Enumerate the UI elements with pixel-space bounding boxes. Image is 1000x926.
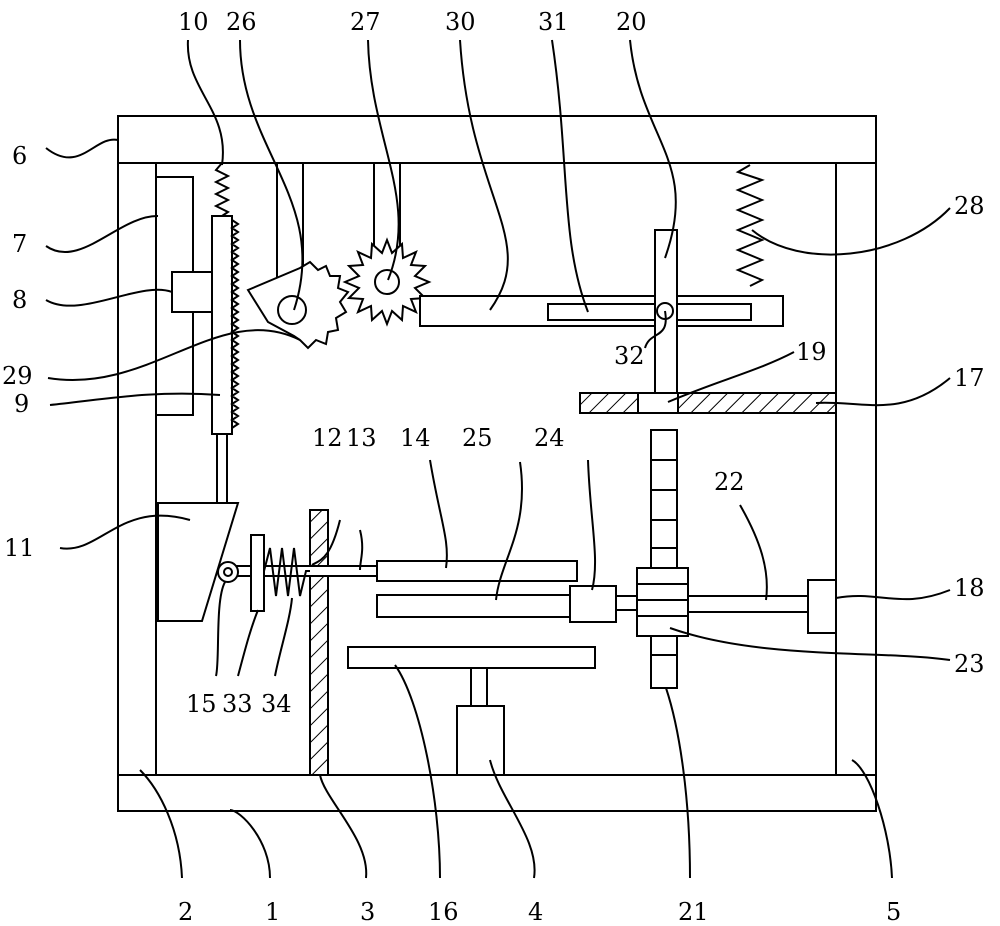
label-2: 2 [178,898,193,926]
label-24: 24 [534,424,565,452]
rack-bar [211,215,233,435]
rack-teeth [230,219,240,429]
label-33: 33 [222,690,253,718]
wedge-block [157,502,240,622]
label-30: 30 [445,8,476,36]
label-31: 31 [538,8,569,36]
part-labels: 6 7 8 29 9 11 10 26 27 30 31 20 28 32 19… [2,8,985,926]
label-6: 6 [12,142,27,170]
leader-lines [45,39,951,879]
label-16: 16 [428,898,459,926]
label-20: 20 [616,8,647,36]
label-5: 5 [886,898,901,926]
label-27: 27 [350,8,381,36]
label-29: 29 [2,362,33,390]
gear-hub [374,269,400,295]
lower-push-plate [376,594,571,618]
vertical-rack [650,429,678,689]
label-22: 22 [714,468,745,496]
label-19: 19 [796,338,827,366]
table-stem [470,667,488,707]
label-32: 32 [614,342,645,370]
label-21: 21 [678,898,709,926]
label-18: 18 [954,574,985,602]
hatched-partition [309,509,329,776]
vertical-rack-segments [651,459,677,656]
label-9: 9 [14,390,29,418]
label-17: 17 [954,364,985,392]
push-rod [216,433,228,505]
label-15: 15 [186,690,217,718]
top-plate [117,115,877,164]
label-7: 7 [12,230,27,258]
lift-cylinder [456,705,505,776]
work-table [347,646,596,669]
label-8: 8 [12,286,27,314]
label-3: 3 [360,898,375,926]
label-25: 25 [462,424,493,452]
label-10: 10 [178,8,209,36]
label-34: 34 [261,690,292,718]
coupling-block [569,585,617,623]
top-spring [213,162,231,217]
cam-pivot [277,295,307,325]
label-1: 1 [265,898,280,926]
label-23: 23 [954,650,985,678]
upper-rod [376,560,578,582]
slider [171,271,213,313]
label-11: 11 [4,534,35,562]
label-14: 14 [400,424,431,452]
label-28: 28 [954,192,985,220]
shaft-bearing [807,579,837,634]
compression-spring [263,547,310,597]
right-spring [735,164,765,287]
roller-axle [223,567,233,577]
pinion-teeth [637,583,688,617]
label-13: 13 [346,424,377,452]
label-4: 4 [528,898,543,926]
label-26: 26 [226,8,257,36]
shaft-link [615,595,638,611]
horizontal-shaft [687,595,809,613]
roller [217,561,239,583]
right-post [835,162,877,776]
guide-plate [579,392,837,414]
pinion-gear [636,567,689,637]
label-12: 12 [312,424,343,452]
spring-plate [250,534,265,612]
guide-hole [637,392,679,414]
arm-slot [547,303,752,321]
left-post [117,162,157,776]
